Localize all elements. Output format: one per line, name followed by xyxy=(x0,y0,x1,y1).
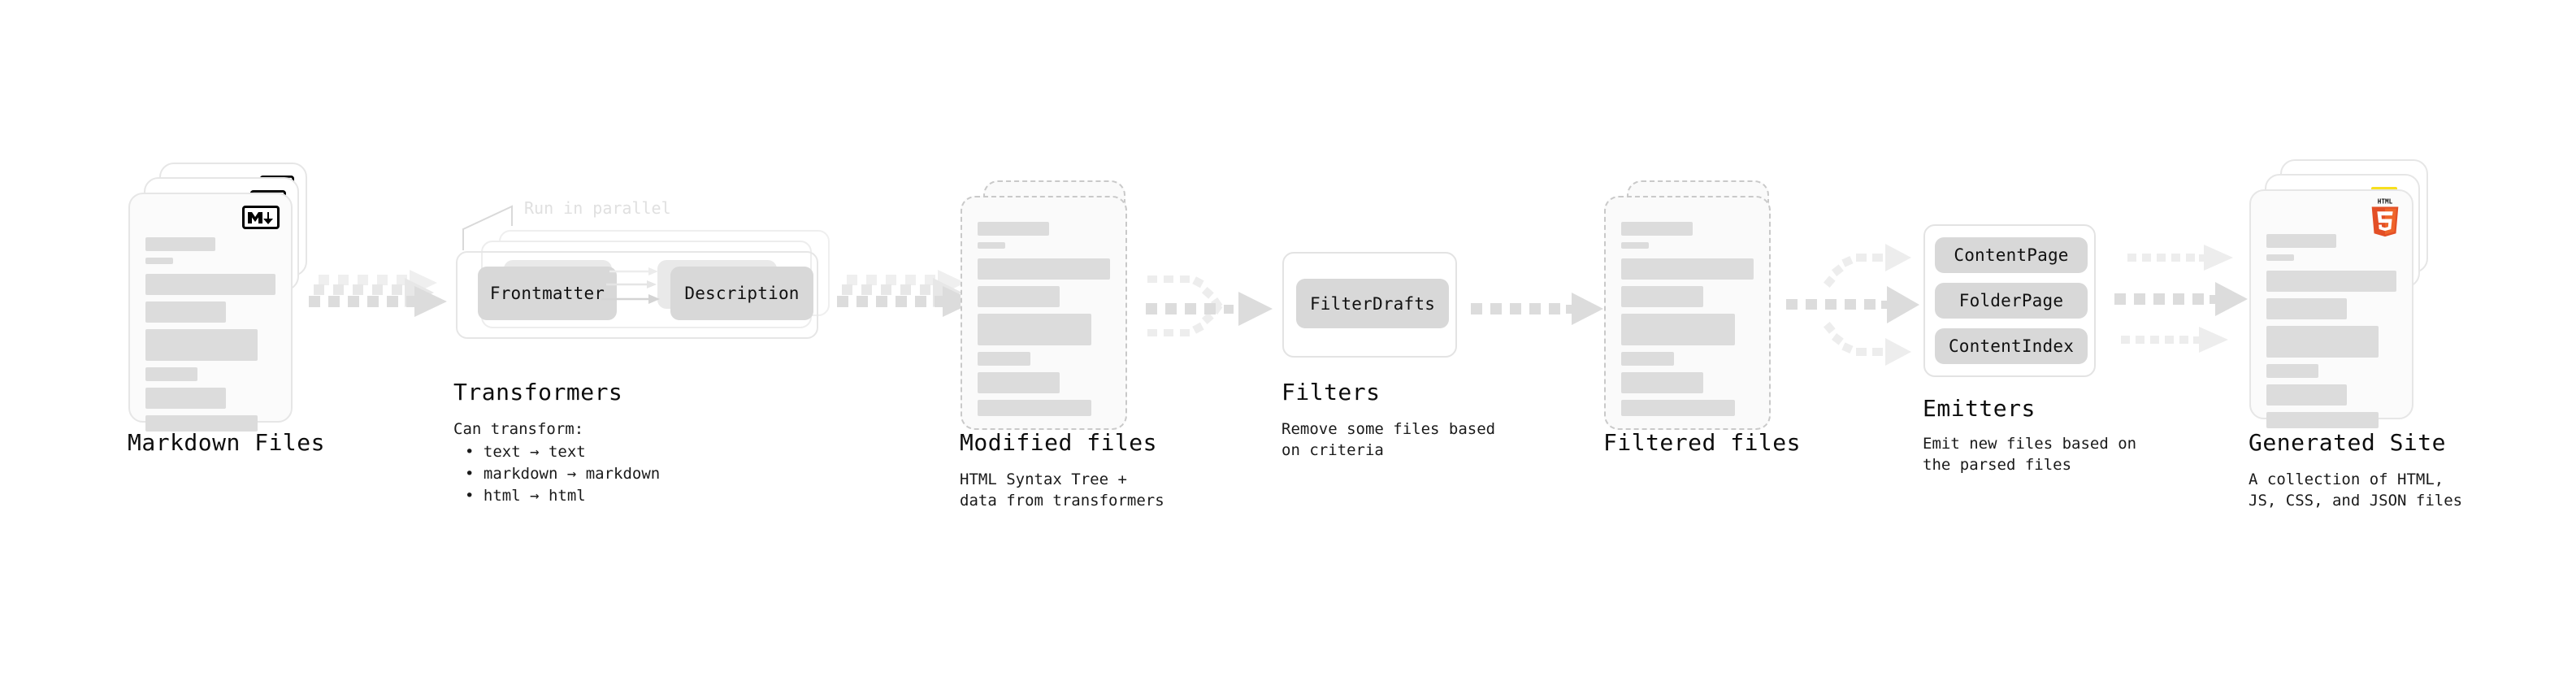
skeleton-bar xyxy=(145,237,216,251)
emitter-chip-contentpage[interactable]: ContentPage xyxy=(1935,237,2088,273)
filter-chip-filterdrafts[interactable]: FilterDrafts xyxy=(1296,279,1449,328)
skeleton-bar xyxy=(145,388,227,409)
skeleton-bar xyxy=(1621,258,1754,280)
skeleton-bar xyxy=(1621,314,1736,345)
site-card-front-html: HTML xyxy=(2249,189,2413,428)
transformer-inner-arrows xyxy=(601,267,660,304)
stage-title-markdown-files: Markdown Files xyxy=(128,429,326,456)
stage-desc-generated-site: A collection of HTML, JS, CSS, and JSON … xyxy=(2249,471,2463,510)
generated-site-stack: CSS HTML xyxy=(2249,159,2444,428)
skeleton-bar xyxy=(978,352,1031,366)
skeleton-bar xyxy=(978,400,1092,416)
skeleton-bar xyxy=(2266,234,2337,248)
modified-files-stack xyxy=(961,180,1139,432)
skeleton-bar xyxy=(978,258,1110,280)
card-skeleton xyxy=(2266,234,2396,428)
stage-desc-filters: Remove some files based on criteria xyxy=(1281,420,1496,459)
skeleton-bar xyxy=(145,329,258,361)
stage-title-generated-site: Generated Site xyxy=(2249,429,2447,456)
transformer-chip-frontmatter[interactable]: Frontmatter xyxy=(478,267,617,320)
stage-title-filtered-files: Filtered files xyxy=(1603,429,1802,456)
skeleton-bar xyxy=(978,222,1050,236)
skeleton-bar xyxy=(2266,384,2348,406)
connector-modified-to-filters xyxy=(1146,275,1273,336)
skeleton-bar xyxy=(2266,364,2318,378)
stage-title-modified-files: Modified files xyxy=(960,429,1158,456)
stage-desc-transformers: Can transform: xyxy=(453,420,584,438)
skeleton-bar xyxy=(1621,400,1736,416)
filtered-files-stack xyxy=(1604,180,1783,432)
stage-title-filters: Filters xyxy=(1281,379,1381,406)
skeleton-bar xyxy=(978,286,1060,307)
skeleton-bar xyxy=(1621,372,1704,393)
stage-desc-modified-files: HTML Syntax Tree + data from transformer… xyxy=(960,471,1164,510)
skeleton-bar xyxy=(2266,298,2348,319)
transformers-bullet-0: • text → text xyxy=(465,443,586,461)
skeleton-bar xyxy=(2266,271,2396,292)
transformer-panel-front[interactable]: Frontmatter Description xyxy=(456,251,818,339)
connector-filtered-to-emitters xyxy=(1786,244,1919,366)
skeleton-bar xyxy=(2266,412,2379,428)
skeleton-bar xyxy=(145,258,173,264)
modified-card-front xyxy=(961,196,1127,430)
svg-text:HTML: HTML xyxy=(2378,198,2393,206)
markdown-icon xyxy=(242,206,280,229)
stage-title-transformers: Transformers xyxy=(453,379,623,406)
markdown-files-stack xyxy=(128,163,315,432)
connector-md-to-transformers xyxy=(309,270,447,317)
skeleton-bar xyxy=(1621,286,1704,307)
emitter-chip-contentindex[interactable]: ContentIndex xyxy=(1935,328,2088,364)
skeleton-bar xyxy=(1621,222,1693,236)
skeleton-bar xyxy=(1621,242,1650,249)
filters-panel[interactable]: FilterDrafts xyxy=(1282,252,1457,358)
transformer-chip-description[interactable]: Description xyxy=(670,267,813,320)
transformers-bullet-2: • html → html xyxy=(465,487,586,505)
skeleton-bar xyxy=(978,372,1060,393)
skeleton-bar xyxy=(2266,254,2294,261)
skeleton-bar xyxy=(145,274,275,295)
skeleton-bar xyxy=(145,367,197,381)
connector-filters-to-filtered xyxy=(1471,293,1603,325)
html5-icon: HTML xyxy=(2368,197,2402,241)
card-skeleton xyxy=(978,222,1110,416)
run-in-parallel-bracket xyxy=(462,205,513,250)
skeleton-bar xyxy=(978,242,1006,249)
run-in-parallel-label: Run in parallel xyxy=(524,198,671,218)
skeleton-bar xyxy=(1621,352,1675,366)
emitter-chip-folderpage[interactable]: FolderPage xyxy=(1935,283,2088,319)
connector-transformers-to-modified xyxy=(837,270,975,317)
skeleton-bar xyxy=(145,415,258,432)
emitters-panel[interactable]: ContentPage FolderPage ContentIndex xyxy=(1923,224,2096,377)
stage-title-emitters: Emitters xyxy=(1923,395,2036,422)
filtered-card-front xyxy=(1604,196,1771,430)
card-skeleton xyxy=(1621,222,1754,416)
stage-desc-emitters: Emit new files based on the parsed files xyxy=(1923,435,2137,474)
skeleton-bar xyxy=(2266,326,2379,358)
connector-emitters-to-site xyxy=(2114,245,2248,353)
skeleton-bar xyxy=(978,314,1092,345)
card-skeleton xyxy=(145,237,275,432)
skeleton-bar xyxy=(145,301,227,323)
markdown-card-front xyxy=(128,193,293,432)
transformers-bullet-1: • markdown → markdown xyxy=(465,465,661,483)
